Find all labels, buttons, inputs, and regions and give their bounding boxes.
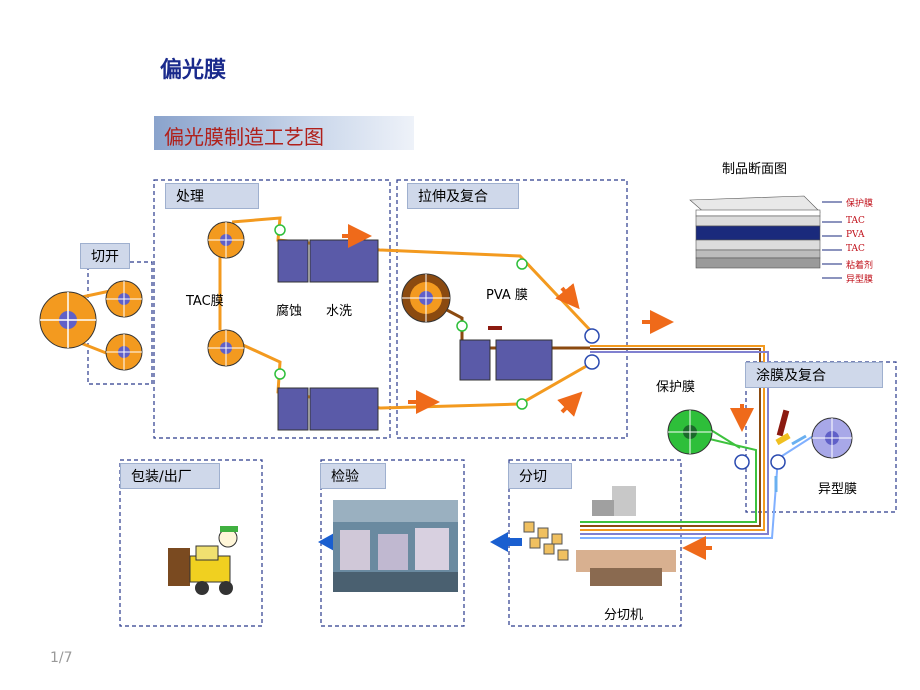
label-wash: 水洗	[326, 304, 353, 319]
roller-cut-large	[39, 291, 97, 349]
stage-label-treatment: 处理	[165, 183, 259, 209]
cross-section-layer: PVA	[846, 230, 865, 240]
guide-roller	[274, 224, 286, 236]
arrow-left-icon	[490, 532, 522, 552]
page-subtitle: 偏光膜制造工艺图	[164, 125, 324, 149]
label-release: 异型膜	[818, 482, 858, 497]
stage-box-stretch	[396, 179, 628, 439]
tank-wash-bottom	[309, 387, 379, 431]
nip-roller-coat-left	[734, 454, 750, 470]
tank-stretch-1	[459, 339, 491, 381]
slitter-machine	[523, 486, 676, 586]
stage-box-slitting	[508, 459, 682, 627]
laminate-orange	[580, 345, 765, 531]
subtitle-bar	[154, 116, 414, 150]
roller-tac-bottom	[207, 329, 245, 367]
label-pva: PVA 膜	[486, 288, 528, 303]
cross-section-diagram	[689, 195, 842, 279]
page-number: 1/7	[50, 650, 73, 666]
coating-blade-yellow	[775, 432, 791, 446]
guide-roller	[274, 368, 286, 380]
tank-etch-top	[277, 239, 309, 283]
stage-box-treatment	[153, 179, 391, 439]
stage-label-cut: 切开	[80, 243, 130, 269]
coating-blade-brown	[776, 409, 790, 437]
laminate-purple	[580, 351, 769, 535]
roller-release	[811, 417, 853, 459]
nip-roller-bottom	[584, 354, 600, 370]
roller-cut-bottom	[105, 333, 143, 371]
cross-section-layer: TAC	[846, 216, 865, 226]
guide-roller	[516, 258, 528, 270]
cross-section-title: 制品断面图	[722, 162, 788, 177]
stage-label-packing: 包装/出厂	[120, 463, 220, 489]
tank-etch-bottom	[277, 387, 309, 431]
stage-box-packing	[119, 459, 263, 627]
roller-protect	[667, 409, 713, 455]
forklift-icon	[168, 526, 238, 595]
laminate-brown	[580, 348, 761, 527]
cross-section-layer: 异型膜	[846, 275, 874, 285]
stage-label-coating: 涂膜及复合	[745, 362, 883, 388]
arrow-icon	[555, 283, 580, 310]
laminate-green	[580, 431, 757, 523]
cross-section-layer: 粘着剂	[846, 261, 874, 271]
stage-label-inspection: 检验	[320, 463, 386, 489]
stage-label-slitting: 分切	[508, 463, 572, 489]
roller-pva	[401, 273, 451, 323]
tank-wash-top	[309, 239, 379, 283]
cross-section-layer: TAC	[846, 244, 865, 254]
stage-label-stretch: 拉伸及复合	[407, 183, 519, 209]
label-slitter: 分切机	[604, 608, 644, 623]
label-etch: 腐蚀	[276, 304, 303, 319]
roller-cut-top	[105, 280, 143, 318]
cross-section-layer: 保护膜	[846, 199, 874, 209]
label-tac: TAC膜	[186, 294, 224, 309]
arrow-icon	[791, 434, 807, 446]
roller-tac-top	[207, 221, 245, 259]
inspection-photo	[333, 500, 458, 592]
label-protect: 保护膜	[656, 380, 696, 395]
nip-roller-top	[584, 328, 600, 344]
arrow-icon	[557, 391, 583, 417]
guide-roller	[516, 398, 528, 410]
tank-stretch-2	[495, 339, 553, 381]
page-title: 偏光膜	[160, 58, 227, 83]
nip-roller-coat-right	[770, 454, 786, 470]
guide-roller	[456, 320, 468, 332]
stage-box-coating	[745, 361, 897, 513]
